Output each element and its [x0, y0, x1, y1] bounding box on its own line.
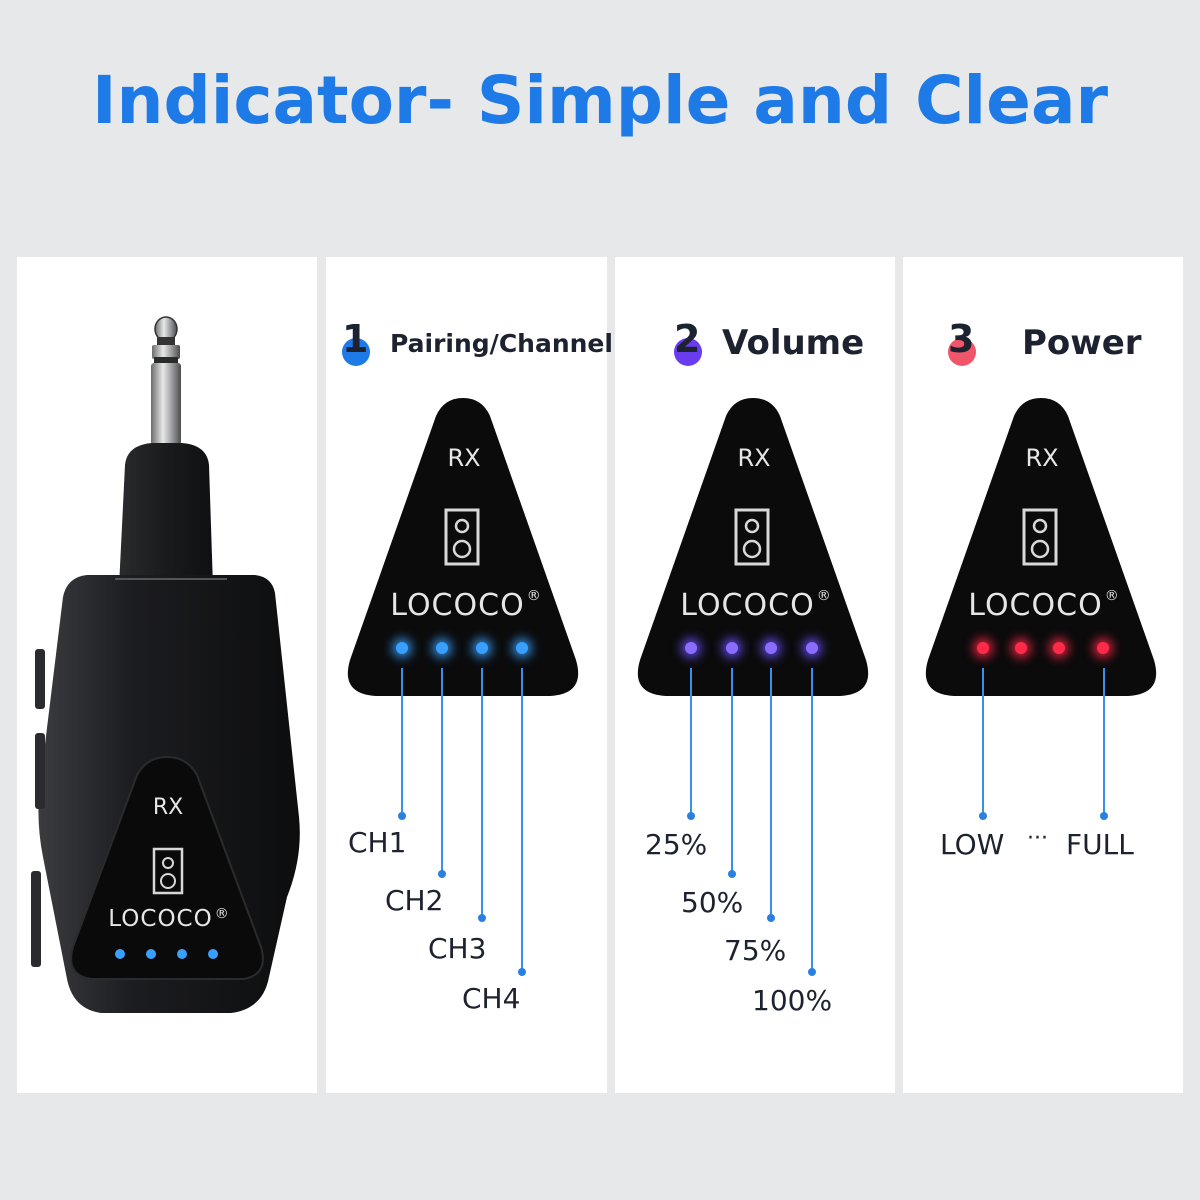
power-indicator-panel [925, 398, 1157, 696]
section-pairing-header: 1 Pairing/Channel [340, 317, 613, 368]
section-volume-label: Volume [722, 323, 865, 363]
power-line-end-full [1100, 812, 1108, 820]
section-pairing-label: Pairing/Channel [390, 328, 613, 358]
section-volume-header: 2 Volume [672, 317, 865, 368]
power-brand-text: LOCOCO [968, 588, 1103, 623]
power-line-end-low [979, 812, 987, 820]
channel-led-1 [396, 642, 408, 654]
volume-label-2: 50% [681, 886, 744, 919]
section-power-header: 3 Power [946, 317, 1142, 368]
volume-line-end-2 [728, 870, 736, 878]
volume-led-2 [726, 642, 738, 654]
pairing-brand-logo: LOCOCO® [384, 588, 548, 623]
power-label-full: FULL [1066, 828, 1134, 861]
power-led-2 [1015, 642, 1027, 654]
channel-label-1: CH1 [348, 826, 407, 859]
volume-line-2 [731, 668, 733, 874]
channel-line-2 [441, 668, 443, 874]
volume-led-1 [685, 642, 697, 654]
pairing-brand-text: LOCOCO [390, 588, 525, 623]
volume-led-3 [765, 642, 777, 654]
volume-label-1: 25% [645, 828, 708, 861]
registered-mark: ® [214, 906, 230, 922]
section-number-badge: 3 [946, 317, 986, 366]
power-line-low [982, 668, 984, 816]
volume-indicator-panel [637, 398, 869, 696]
channel-led-4 [516, 642, 528, 654]
power-led-3 [1053, 642, 1065, 654]
device-rx-label: RX [152, 795, 184, 820]
power-range-separator: ··· [1027, 826, 1048, 851]
section-number: 2 [674, 317, 701, 361]
power-label-low: LOW [940, 828, 1005, 861]
section-number-badge: 1 [340, 317, 380, 366]
volume-label-3: 75% [724, 934, 787, 967]
volume-led-4 [806, 642, 818, 654]
power-rx-label: RX [1025, 444, 1059, 472]
volume-line-end-3 [767, 914, 775, 922]
section-number: 3 [948, 317, 975, 361]
channel-label-4: CH4 [462, 982, 521, 1015]
receiver-device-illustration [31, 316, 300, 1013]
device-brand-logo: LOCOCO® [96, 906, 242, 932]
section-number: 1 [342, 317, 369, 361]
volume-label-4: 100% [752, 984, 833, 1017]
pairing-indicator-panel [347, 398, 579, 696]
volume-brand-text: LOCOCO [680, 588, 815, 623]
registered-mark: ® [816, 588, 832, 604]
channel-line-4 [521, 668, 523, 972]
channel-line-end-4 [518, 968, 526, 976]
channel-line-end-2 [438, 870, 446, 878]
pairing-rx-label: RX [447, 444, 481, 472]
channel-line-end-3 [478, 914, 486, 922]
volume-brand-logo: LOCOCO® [674, 588, 838, 623]
registered-mark: ® [1104, 588, 1120, 604]
power-led-1 [977, 642, 989, 654]
volume-rx-label: RX [737, 444, 771, 472]
channel-led-3 [476, 642, 488, 654]
volume-line-4 [811, 668, 813, 972]
page-title: Indicator- Simple and Clear [91, 62, 1109, 139]
channel-label-3: CH3 [428, 932, 487, 965]
power-line-full [1103, 668, 1105, 816]
registered-mark: ® [526, 588, 542, 604]
power-brand-logo: LOCOCO® [962, 588, 1126, 623]
channel-label-2: CH2 [385, 884, 444, 917]
channel-line-1 [401, 668, 403, 816]
channel-line-end-1 [398, 812, 406, 820]
volume-line-1 [690, 668, 692, 816]
volume-line-3 [770, 668, 772, 918]
section-number-badge: 2 [672, 317, 712, 366]
section-power-label: Power [1022, 323, 1142, 363]
device-brand-text: LOCOCO [108, 906, 213, 932]
channel-led-2 [436, 642, 448, 654]
volume-line-end-1 [687, 812, 695, 820]
volume-line-end-4 [808, 968, 816, 976]
channel-line-3 [481, 668, 483, 918]
power-led-4 [1097, 642, 1109, 654]
